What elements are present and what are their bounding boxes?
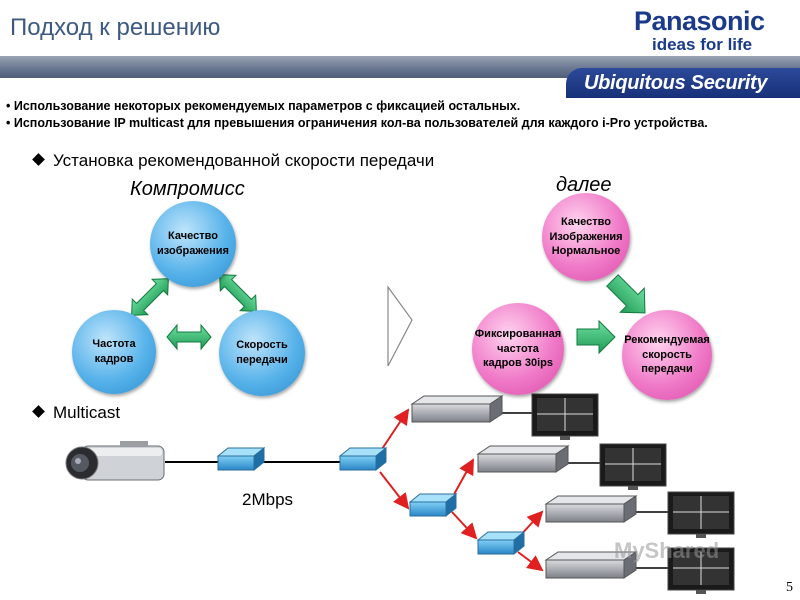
quality-normal-circle: Качество Изображения Нормальное <box>542 193 630 281</box>
recorder-icon <box>476 445 570 473</box>
recorder-icon <box>544 495 638 523</box>
network-switch-icon <box>216 446 266 472</box>
section-title: Multicast <box>53 403 121 422</box>
process-arrow-icon <box>606 274 646 314</box>
monitor-icon <box>599 443 667 490</box>
recorder-icon <box>410 395 504 423</box>
next-label: далее <box>556 174 612 196</box>
camera-icon <box>65 441 165 481</box>
recommended-speed-circle: Рекомендуемая скорость передачи <box>622 310 712 400</box>
bullet-item: • Использование IP multicast для превыше… <box>6 116 708 130</box>
fixed-fps-circle: Фиксированная частота кадров 30ips <box>472 303 564 395</box>
process-arrow-icon <box>576 319 616 355</box>
network-switch-icon <box>408 492 458 518</box>
bandwidth-label: 2Mbps <box>242 490 294 509</box>
monitor-icon <box>531 393 599 440</box>
bullet-item: • Использование некоторых рекомендуемых … <box>6 99 520 113</box>
monitor-icon <box>667 547 735 594</box>
ribbon-banner <box>566 68 800 98</box>
fps-circle: Частота кадров <box>72 310 156 394</box>
network-switch-icon <box>476 530 526 556</box>
bullet-text: Использование IP multicast для превышени… <box>13 116 708 130</box>
brand-tagline: ideas for life <box>652 35 753 54</box>
process-arrow-icon <box>387 285 413 367</box>
speed-circle: Скорость передачи <box>219 310 305 396</box>
double-arrow-icon <box>166 323 212 351</box>
monitor-icon <box>667 491 735 538</box>
bullet-text: Использование некоторых рекомендуемых па… <box>13 99 521 113</box>
network-switch-icon <box>338 446 388 472</box>
ribbon-text: Ubiquitous Security <box>584 72 768 94</box>
watermark: MyShared <box>614 538 720 563</box>
recorder-icon <box>544 551 638 579</box>
bullet-dot-icon: • <box>6 116 14 130</box>
quality-circle: Качество изображения <box>150 201 236 287</box>
section-heading: Установка рекомендованной скорости перед… <box>32 151 435 171</box>
page-title: Подход к решению <box>10 14 221 41</box>
diamond-bullet-icon <box>32 405 45 418</box>
bullet-dot-icon: • <box>6 99 14 113</box>
section-title: Установка рекомендованной скорости перед… <box>53 151 435 170</box>
section-heading: Multicast <box>32 403 121 423</box>
page-number: 5 <box>786 580 793 595</box>
brand-logo: Panasonic <box>634 6 765 36</box>
compromise-label: Компромисс <box>130 178 245 200</box>
